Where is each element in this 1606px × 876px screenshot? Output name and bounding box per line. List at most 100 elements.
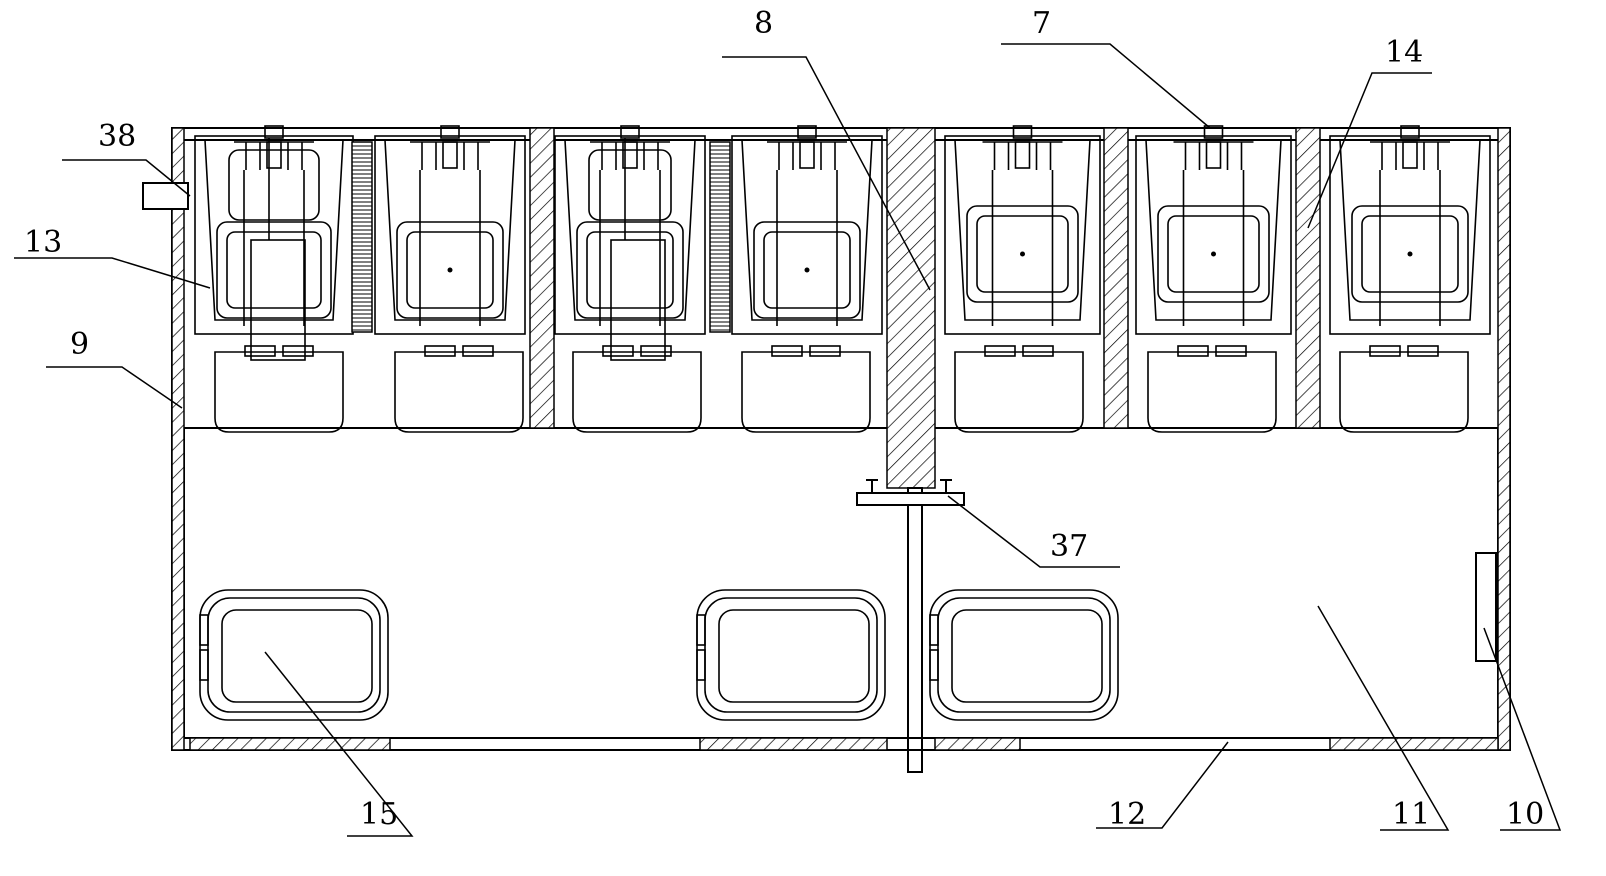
floor-segment-2 — [699, 737, 888, 751]
central-partition — [886, 127, 936, 489]
clamp-bar — [856, 492, 965, 506]
discharge-chute — [610, 239, 666, 361]
hopper-frame — [374, 135, 526, 335]
container-handle — [640, 345, 672, 357]
leader-14 — [1307, 72, 1432, 229]
hopper-tray-inner — [1361, 215, 1459, 293]
container-handle — [1215, 345, 1247, 357]
valve-cap — [440, 125, 460, 139]
left-wall — [171, 127, 185, 751]
bin-inner — [951, 609, 1103, 703]
hopper-frame — [194, 135, 354, 335]
hopper-units — [194, 125, 1491, 361]
hopper-tray — [1157, 205, 1270, 303]
container-handle — [462, 345, 494, 357]
label-9: 9 — [70, 327, 89, 362]
tray-center-dot — [1211, 251, 1216, 257]
collector-container — [1147, 345, 1277, 433]
collector-container — [1339, 345, 1469, 433]
tray-center-dot — [447, 267, 453, 273]
bin-latch — [696, 649, 706, 681]
leader-10 — [1483, 627, 1562, 831]
storage-bin — [696, 589, 886, 721]
upper-box — [588, 149, 672, 221]
bin-rim — [207, 597, 381, 713]
leader-37 — [947, 495, 1120, 568]
hopper-frame — [1329, 135, 1491, 335]
hopper-tray — [753, 221, 861, 319]
valve-body — [799, 141, 815, 169]
partition-wall-1 — [529, 127, 555, 429]
collector-container — [954, 345, 1084, 433]
valve-body — [1402, 141, 1418, 169]
container-handle — [1369, 345, 1401, 357]
label-13: 13 — [24, 225, 62, 260]
hopper-funnel — [204, 139, 344, 321]
shaft-clamp — [856, 479, 965, 506]
lower-chamber — [183, 427, 1499, 739]
container-handle — [244, 345, 276, 357]
hopper-funnel — [1145, 139, 1282, 321]
label-8: 8 — [754, 6, 773, 41]
leader-8 — [722, 56, 931, 291]
filter-strips — [351, 141, 731, 333]
hopper-unit — [1329, 125, 1491, 335]
container-body — [1147, 351, 1277, 433]
hopper-tray — [396, 221, 504, 319]
valve-body — [266, 141, 282, 169]
label-15: 15 — [360, 797, 398, 832]
label-10: 10 — [1506, 797, 1544, 832]
valve-cap — [264, 125, 284, 139]
part-labels: 38 13 9 8 7 14 37 15 12 11 10 — [24, 6, 1544, 832]
container-handle — [984, 345, 1016, 357]
hopper-tray — [1351, 205, 1469, 303]
collector-container — [394, 345, 524, 433]
bin-rim — [937, 597, 1111, 713]
valve-body — [1014, 141, 1031, 169]
bin-latch — [199, 649, 209, 681]
hopper-tray-inner — [1167, 215, 1260, 293]
container-handle — [809, 345, 841, 357]
hopper-unit — [194, 125, 354, 361]
collector-container — [214, 345, 344, 433]
container-handle — [424, 345, 456, 357]
label-38: 38 — [98, 119, 136, 154]
bin-latch — [199, 614, 209, 646]
storage-bin — [199, 589, 389, 721]
hopper-funnel — [954, 139, 1091, 321]
valve-cap — [797, 125, 817, 139]
label-11: 11 — [1392, 797, 1430, 832]
floor-segment-4 — [1329, 737, 1499, 751]
leader-9 — [46, 366, 183, 409]
container-body — [1339, 351, 1469, 433]
leader-11 — [1317, 605, 1450, 831]
leader-lines — [14, 43, 1562, 837]
container-handle — [771, 345, 803, 357]
label-14: 14 — [1385, 35, 1423, 70]
partition-wall-3 — [1295, 127, 1321, 429]
valve-body — [442, 141, 458, 169]
container-body — [572, 351, 702, 433]
leader-38 — [62, 159, 191, 197]
hopper-funnel — [741, 139, 873, 321]
partition-wall-2 — [1103, 127, 1129, 429]
right-wall — [1497, 127, 1511, 751]
tray-center-dot — [804, 267, 810, 273]
container-body — [214, 351, 344, 433]
shaft-rod — [907, 487, 923, 751]
side-panel-10 — [1475, 552, 1497, 662]
hopper-frame — [731, 135, 883, 335]
container-body — [394, 351, 524, 433]
bin-latch — [929, 614, 939, 646]
hopper-frame — [554, 135, 706, 335]
label-37: 37 — [1050, 529, 1088, 564]
bin-latch — [929, 649, 939, 681]
large-bins — [199, 589, 1119, 721]
hopper-unit — [1135, 125, 1292, 335]
bin-inner — [718, 609, 870, 703]
central-shaft — [907, 487, 923, 773]
tray-center-dot — [1407, 251, 1413, 257]
filter-strip-1 — [351, 141, 373, 333]
container-handle — [1407, 345, 1439, 357]
bin-rim — [704, 597, 878, 713]
